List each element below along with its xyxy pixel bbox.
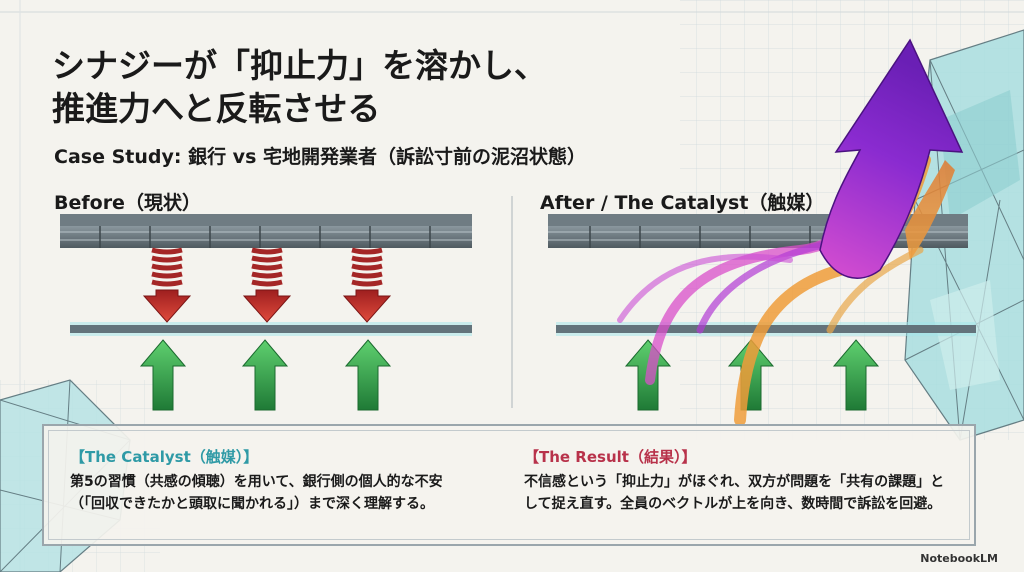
result-text-line-1: 不信感という「抑止力」がほぐれ、双方が問題を「共有の課題」と [524,474,945,490]
title-line-2: 推進力へと反転させる [52,89,381,128]
result-heading: 【The Result（結果）】 [524,448,697,466]
before-restraining-force-3 [342,247,392,323]
catalyst-text-line-1: 第5の習慣（共感の傾聴）を用いて、銀行側の個人的な不安 [70,474,443,490]
case-study-subtitle: Case Study: 銀行 vs 宅地開発業者（訴訟寸前の泥沼状態） [54,146,586,168]
catalyst-box: 【The Catalyst（触媒）】 第5の習慣（共感の傾聴）を用いて、銀行側の… [70,446,500,515]
result-box: 【The Result（結果）】 不信感という「抑止力」がほぐれ、双方が問題を「… [524,446,954,515]
before-restraining-force-2 [242,247,292,323]
before-driving-force-1 [139,339,187,411]
before-equilibrium-line [70,322,472,336]
catalyst-heading: 【The Catalyst（触媒）】 [70,448,259,466]
after-driving-force-3 [832,339,880,411]
after-label: After / The Catalyst（触媒） [540,192,825,214]
title-line-1: シナジーが「抑止力」を溶かし、 [52,46,547,85]
panel-inner-border [48,430,970,540]
brand-watermark: NotebookLM [920,552,998,565]
before-ceiling-beam [60,214,472,248]
result-text-line-2: して捉え直す。全員のベクトルが上を向き、数時間で訴訟を回避。 [524,496,942,512]
before-label: Before（現状） [54,192,201,214]
before-restraining-force-1 [142,247,192,323]
before-driving-force-3 [344,339,392,411]
catalyst-upward-arrow [819,38,964,279]
explanation-panel: 【The Catalyst（触媒）】 第5の習慣（共感の傾聴）を用いて、銀行側の… [42,424,976,546]
catalyst-text-line-2: （「回収できたかと頭取に聞かれる」）まで深く理解する。 [70,496,434,512]
page-title: シナジーが「抑止力」を溶かし、 推進力へと反転させる [52,44,547,130]
before-driving-force-2 [241,339,289,411]
